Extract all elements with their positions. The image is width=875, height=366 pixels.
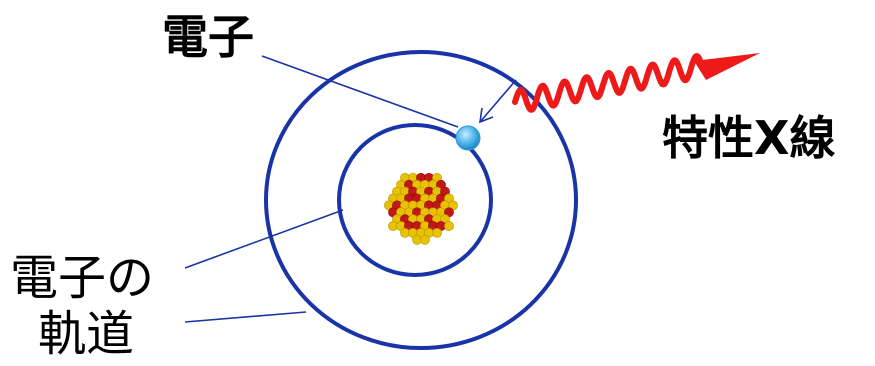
characteristic-xray-wave bbox=[512, 53, 760, 113]
outer-orbit-leader-line bbox=[184, 311, 307, 323]
neutron bbox=[444, 221, 454, 231]
electron-orbit-label-line2: 軌道 bbox=[38, 306, 135, 362]
characteristic-xray-label: 特性X線 bbox=[662, 111, 836, 165]
transition-arrow bbox=[479, 79, 517, 124]
outer-orbit bbox=[264, 50, 578, 350]
electron-orbit-label-line1: 電子の bbox=[10, 250, 155, 306]
neutron bbox=[432, 227, 442, 238]
inner-orbit bbox=[337, 123, 493, 277]
xray-arrowhead bbox=[694, 53, 760, 80]
electron-leader-line bbox=[261, 55, 459, 128]
electron bbox=[455, 125, 481, 151]
neutron bbox=[420, 234, 430, 245]
nucleus bbox=[384, 172, 458, 245]
inner-orbit-leader-line bbox=[184, 209, 344, 269]
electron-label: 電子 bbox=[162, 10, 254, 64]
